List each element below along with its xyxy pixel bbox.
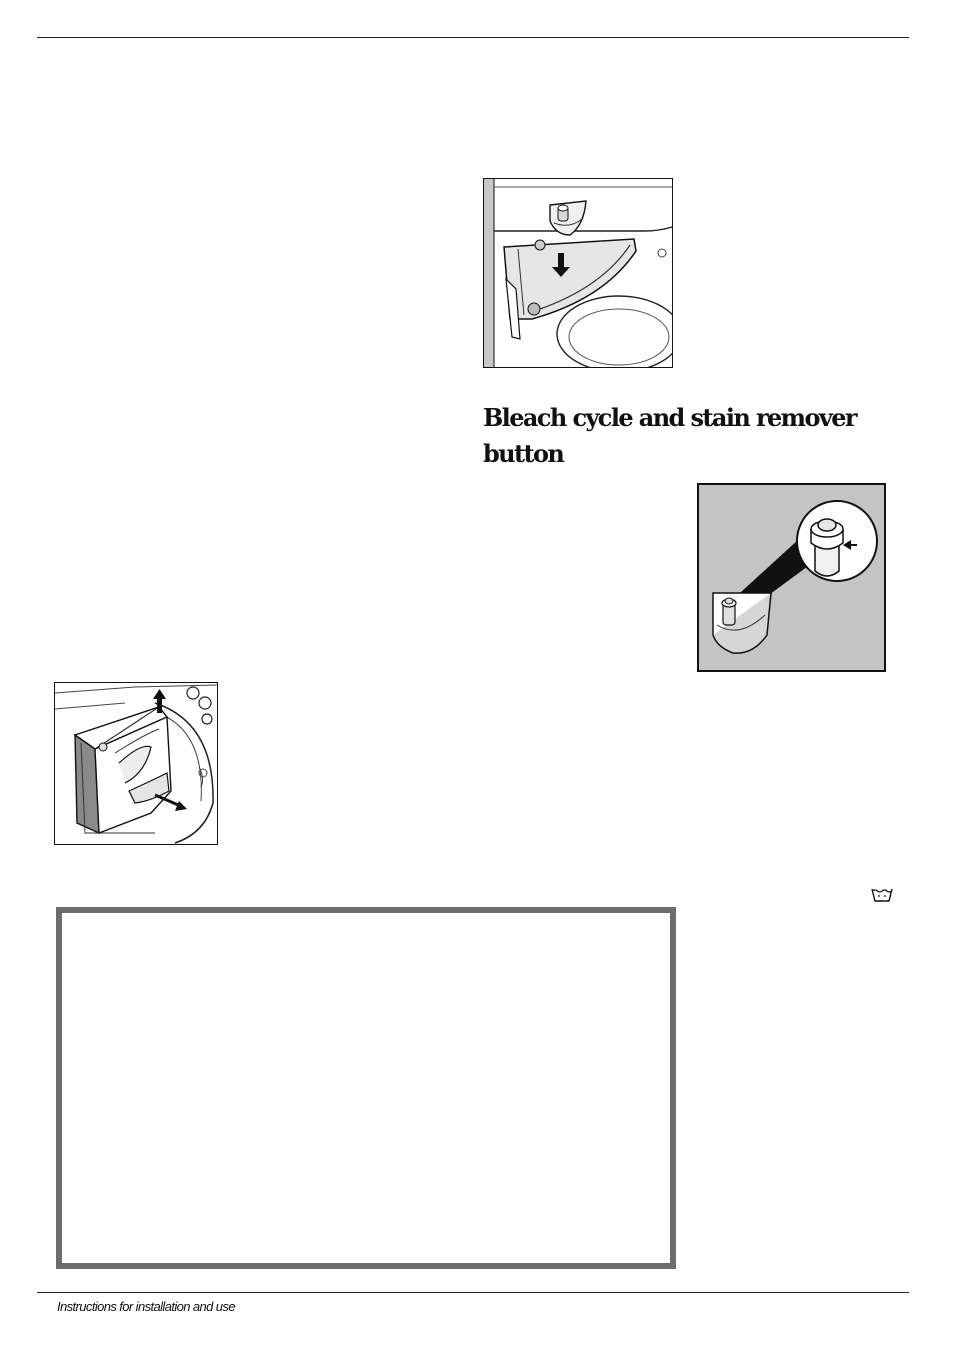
figure-drawer-removal xyxy=(54,682,218,845)
footer-rule xyxy=(37,1292,909,1293)
section-heading: Bleach cycle and stain remover button xyxy=(483,403,858,468)
footer-text: Instructions for installation and use xyxy=(57,1299,236,1314)
figure-stain-remover-button xyxy=(697,483,886,672)
header-rule xyxy=(37,37,909,38)
wash-tub-icon xyxy=(871,888,893,902)
figure-bleach-container-insertion xyxy=(483,178,673,368)
notice-box xyxy=(56,907,676,1269)
